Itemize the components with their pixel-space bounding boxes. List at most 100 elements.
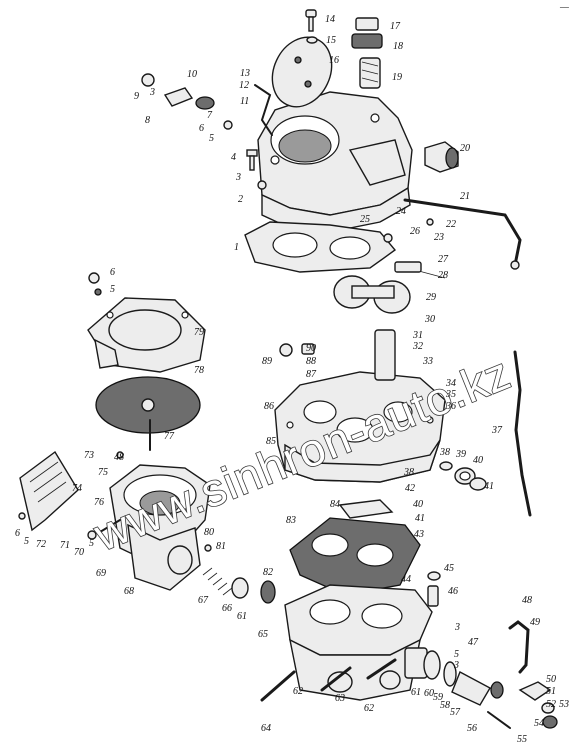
callout-c89: 89	[262, 356, 272, 367]
callout-c84: 84	[330, 499, 340, 510]
callout-c47: 47	[468, 637, 479, 648]
callout-c24: 24	[396, 206, 406, 217]
callout-c69: 69	[96, 568, 106, 579]
callout-c3a: 3	[235, 172, 241, 183]
callout-c13: 13	[240, 68, 250, 79]
callout-c60: 60	[424, 688, 434, 699]
callout-c75: 75	[98, 467, 108, 478]
callout-c41: 41	[484, 481, 494, 492]
callout-c18: 18	[393, 41, 403, 52]
callout-c48b: 48	[114, 452, 124, 463]
callout-c82: 82	[263, 567, 273, 578]
callout-c39: 39	[455, 449, 466, 460]
callout-c6: 6	[199, 123, 204, 134]
callout-c40b: 40	[413, 499, 423, 510]
callout-c29: 29	[426, 292, 436, 303]
accelerator-pump-washers	[439, 461, 487, 491]
throttle-body	[284, 584, 433, 701]
callout-c8: 8	[145, 115, 150, 126]
air-horn-cover	[257, 91, 413, 233]
callout-c62: 62	[364, 703, 374, 714]
callout-c53: 53	[559, 699, 569, 710]
cover-gasket	[244, 221, 397, 273]
corner-mark: —	[559, 2, 569, 13]
callout-c67: 67	[198, 595, 209, 606]
callout-c6c: 6	[15, 528, 20, 539]
callout-c22: 22	[446, 219, 456, 230]
callout-c46: 46	[448, 586, 458, 597]
callout-c20: 20	[460, 143, 470, 154]
callout-c61b: 61	[237, 611, 247, 622]
callout-c21: 21	[460, 191, 470, 202]
callout-c12: 12	[239, 80, 249, 91]
choke-rod-37	[513, 350, 532, 517]
callout-c45: 45	[444, 563, 454, 574]
callout-c59: 59	[433, 692, 443, 703]
callout-c2: 2	[238, 194, 243, 205]
callout-c3c: 3	[454, 622, 460, 633]
callout-c23: 23	[434, 232, 444, 243]
callout-c68: 68	[124, 586, 134, 597]
callout-c6b: 6	[110, 267, 115, 278]
callout-c26: 26	[410, 226, 420, 237]
callout-c38b: 38	[403, 467, 414, 478]
callout-c83: 83	[286, 515, 296, 526]
callout-c37: 37	[491, 425, 503, 436]
callout-c31: 31	[412, 330, 423, 341]
callout-labels: 1233456789101112131415161718192021222324…	[15, 14, 569, 745]
callout-c36: 36	[445, 401, 456, 412]
callout-c17: 17	[390, 21, 401, 32]
callout-c62b: 62	[293, 686, 303, 697]
callout-c86: 86	[264, 401, 274, 412]
callout-c55: 55	[517, 734, 527, 745]
fuel-inlet-fitting	[351, 17, 383, 89]
callout-c65: 65	[258, 629, 268, 640]
callout-c16: 16	[329, 55, 339, 66]
float-assembly	[333, 261, 446, 314]
throttle-lever-and-link	[487, 620, 558, 729]
callout-c88: 88	[306, 356, 316, 367]
callout-c27: 27	[438, 254, 449, 265]
callout-c30: 30	[424, 314, 435, 325]
callout-c49: 49	[530, 617, 540, 628]
callout-c56: 56	[467, 723, 477, 734]
callout-c77: 77	[164, 431, 175, 442]
callout-c9: 9	[134, 91, 139, 102]
callout-c42: 42	[405, 483, 415, 494]
callout-c40: 40	[473, 455, 483, 466]
callout-c44: 44	[401, 574, 411, 585]
callout-c5e: 5	[454, 649, 459, 660]
callout-c25: 25	[360, 214, 370, 225]
callout-c72: 72	[36, 539, 46, 550]
inlet-screw-and-washer	[305, 9, 318, 44]
economizer-cover	[87, 297, 206, 373]
callout-c48: 48	[522, 595, 532, 606]
callout-c33: 33	[422, 356, 433, 367]
mixing-chamber	[109, 464, 211, 591]
screws-and-bolts	[260, 571, 441, 702]
valve-spring-stack	[202, 567, 276, 604]
callout-c87: 87	[306, 369, 317, 380]
callout-c3b: 3	[149, 87, 155, 98]
throttle-shaft-parts	[404, 647, 504, 706]
air-intake-cover	[19, 450, 79, 532]
callout-c5d: 5	[89, 538, 94, 549]
callout-c43: 43	[414, 529, 424, 540]
callout-c74: 74	[72, 483, 82, 494]
callout-c32: 32	[412, 341, 423, 352]
right-union-nut	[424, 141, 459, 173]
callout-c4: 4	[231, 152, 236, 163]
callout-c50: 50	[546, 674, 556, 685]
callout-c28: 28	[438, 270, 448, 281]
callout-c70: 70	[74, 547, 84, 558]
callout-c19: 19	[392, 72, 402, 83]
callout-c79: 79	[194, 327, 204, 338]
callout-c41b: 41	[415, 513, 425, 524]
callout-c14: 14	[325, 14, 335, 25]
callout-c35: 35	[445, 389, 456, 400]
callout-c3d: 3	[453, 660, 459, 671]
callout-c58: 58	[440, 700, 450, 711]
callout-c85: 85	[266, 436, 276, 447]
choke-linkage-top	[141, 73, 522, 270]
callout-c78: 78	[194, 365, 204, 376]
